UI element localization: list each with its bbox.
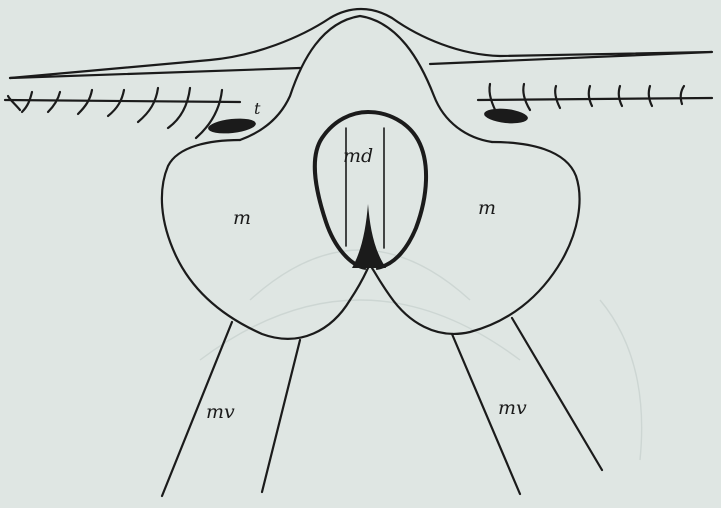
left-muscle-lobe xyxy=(162,140,368,339)
label-vessel-left: mv xyxy=(206,401,235,423)
mantle-outline xyxy=(10,9,712,78)
left-vessel-inner-line xyxy=(262,340,300,492)
hood-outline xyxy=(240,16,492,142)
label-tentacle: t xyxy=(254,99,261,118)
label-mandible: md xyxy=(343,145,373,167)
left-tentacle-pad xyxy=(207,117,256,136)
left-tentacle-fringe xyxy=(5,88,240,138)
right-tentacle-pad xyxy=(483,107,528,126)
background-ghost-lines xyxy=(200,250,642,460)
label-muscle-left: m xyxy=(233,207,251,229)
label-muscle-right: m xyxy=(478,197,496,219)
mandible-tooth xyxy=(352,204,386,268)
right-muscle-lobe xyxy=(372,142,580,334)
right-vessel-outer-line xyxy=(512,318,602,470)
label-vessel-right: mv xyxy=(498,397,527,419)
